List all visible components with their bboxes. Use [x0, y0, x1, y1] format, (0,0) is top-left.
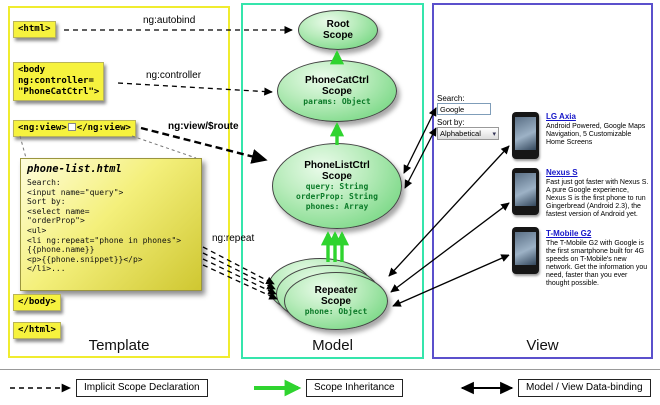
phone-image-3	[512, 227, 539, 274]
phone-screen	[515, 232, 536, 265]
scope-property: orderProp: String	[296, 192, 378, 201]
body-close-tag: </body>	[13, 294, 61, 311]
scope-property: phones: Array	[305, 202, 369, 211]
sort-select[interactable]: Alphabetical ▾	[437, 127, 499, 140]
legend-model-view-databinding: Model / View Data-binding	[518, 379, 651, 397]
chevron-down-icon: ▾	[492, 130, 496, 138]
code-line: {{phone.name}}	[27, 245, 95, 255]
view-placeholder-square	[67, 123, 76, 131]
ng-view-close-text: </ng:view>	[76, 123, 131, 133]
code-line: <p>{{phone.snippet}}</p>	[27, 254, 143, 264]
ng-view-tag: <ng:view> </ng:view>	[13, 120, 136, 137]
scope-title: Scope	[321, 86, 352, 97]
repeater-scope-ellipse: Repeater Scope phone: Object	[284, 272, 388, 330]
phone-image-2	[512, 168, 539, 215]
phone-screen	[515, 117, 536, 150]
model-label: Model	[312, 337, 353, 354]
phone-link-tmobile-g2[interactable]: T-Mobile G2	[546, 229, 592, 238]
legend-implicit-scope-declaration: Implicit Scope Declaration	[76, 379, 208, 397]
ng-view-open-text: <ng:view>	[18, 123, 67, 133]
scope-title: PhoneListCtrl	[304, 160, 370, 171]
view-label: View	[526, 337, 559, 354]
phone-link-nexus-s[interactable]: Nexus S	[546, 168, 578, 177]
body-open-tag: <body ng:controller= "PhoneCatCtrl">	[13, 62, 105, 101]
code-line: <ul>	[27, 225, 47, 235]
ng-repeat-label: ng:repeat	[212, 233, 255, 244]
search-input[interactable]	[437, 103, 491, 115]
phonecatctrl-scope-ellipse: PhoneCatCtrl Scope params: Object	[277, 60, 397, 122]
scope-title: Scope	[320, 296, 351, 307]
scope-title: Scope	[322, 30, 353, 41]
phone-image-1	[512, 112, 539, 159]
scope-property: phone: Object	[304, 307, 368, 316]
ng-view-route-label: ng:view/$route	[168, 121, 239, 132]
scope-title: PhoneCatCtrl	[305, 75, 369, 86]
code-line: <li ng:repeat="phone in phones">	[27, 235, 182, 245]
code-line: </li>...	[27, 264, 66, 274]
root-scope-ellipse: Root Scope	[298, 10, 378, 50]
note-title: phone-list.html	[27, 163, 122, 175]
ng-controller-label: ng:controller	[146, 70, 202, 81]
phone-description-1: Android Powered, Google Maps Navigation,…	[546, 123, 646, 146]
sort-label: Sort by:	[437, 118, 465, 127]
phone-screen	[515, 173, 536, 206]
phonelistctrl-scope-ellipse: PhoneListCtrl Scope query: String orderP…	[272, 143, 402, 229]
ng-autobind-label: ng:autobind	[143, 15, 196, 26]
search-label: Search:	[437, 94, 465, 103]
sort-select-value: Alphabetical	[440, 129, 481, 138]
phone-link-lg-axia[interactable]: LG Axia	[546, 112, 576, 121]
scope-property: params: Object	[303, 97, 371, 106]
phone-description-2: Fast just got faster with Nexus S. A pur…	[546, 179, 649, 218]
scope-property: query: String	[305, 182, 369, 191]
phone-description-3: The T-Mobile G2 with Google is the first…	[546, 240, 648, 287]
code-line: Sort by:	[27, 197, 66, 207]
html-close-tag: </html>	[13, 322, 61, 339]
scope-title: Scope	[321, 171, 352, 182]
code-line: <select name=	[27, 206, 90, 216]
code-line: <input name="query">	[27, 187, 124, 197]
legend-scope-inheritance: Scope Inheritance	[306, 379, 403, 397]
scope-title: Repeater	[314, 285, 358, 296]
code-line: "orderProp">	[27, 216, 85, 226]
code-line: Search:	[27, 178, 61, 187]
template-label: Template	[88, 337, 150, 354]
phone-list-template-note: phone-list.html Search: <input name="que…	[20, 158, 202, 291]
scope-title: Root	[326, 19, 350, 30]
html-open-tag: <html>	[13, 21, 56, 38]
